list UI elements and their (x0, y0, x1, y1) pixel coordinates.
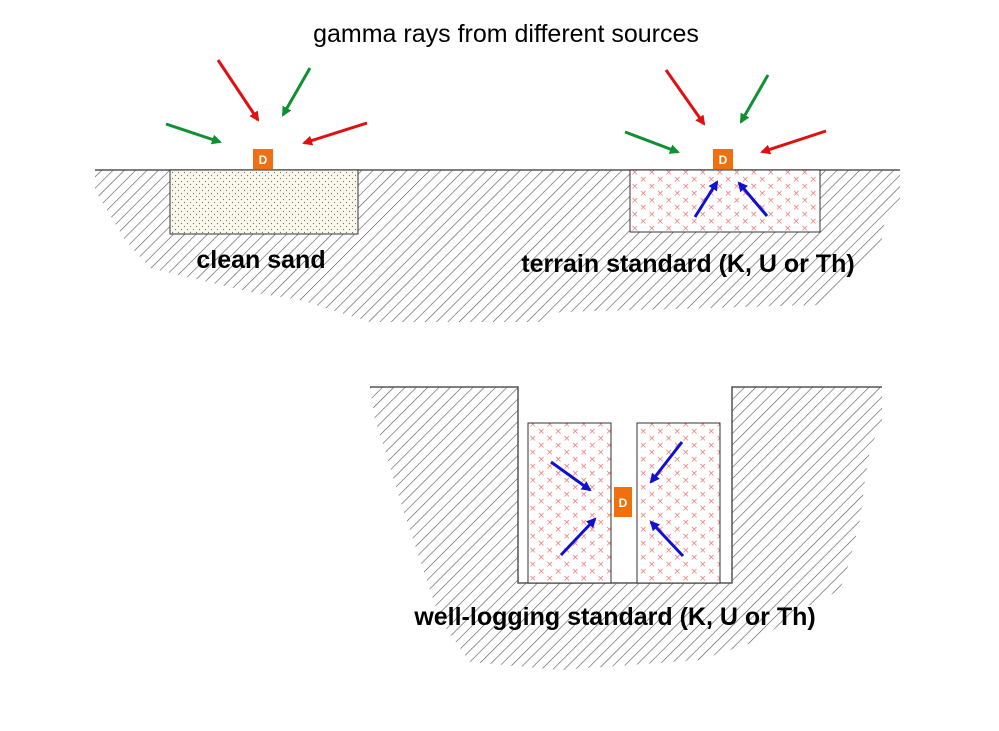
gamma-ray-blue (693, 180, 719, 218)
gamma-ray-red (664, 69, 706, 126)
caption-terrain-standard: terrain standard (K, U or Th) (521, 250, 854, 278)
gamma-ray-red (302, 121, 368, 146)
borehole-outline (370, 386, 882, 584)
svg-text:D: D (259, 153, 268, 167)
well-standard-block-left (527, 422, 612, 584)
gamma-ray-blue (649, 441, 684, 484)
detector-clean-sand: D (253, 149, 273, 169)
gamma-ray-red (760, 129, 827, 155)
well-standard-block-right (636, 422, 721, 584)
caption-clean-sand: clean sand (196, 246, 325, 274)
terrain-standard-block (629, 169, 821, 233)
svg-text:D: D (619, 496, 628, 510)
svg-text:D: D (719, 153, 728, 167)
detector-well-logging: D (614, 487, 632, 517)
clean-sand-block (169, 169, 359, 235)
gamma-ray-green (624, 130, 680, 154)
detector-terrain-standard: D (713, 149, 733, 169)
gamma-ray-blue (649, 520, 685, 558)
ground-well-logging (370, 387, 882, 670)
gamma-ray-green (281, 67, 312, 117)
gamma-ray-blue (559, 517, 597, 557)
gamma-ray-red (216, 59, 260, 122)
gamma-ray-blue (550, 460, 592, 492)
gamma-ray-blue (737, 181, 769, 217)
diagram-title: gamma rays from different sources (313, 20, 699, 48)
gamma-ray-green (165, 122, 222, 145)
caption-well-logging-standard: well-logging standard (K, U or Th) (413, 603, 815, 631)
gamma-ray-green (739, 74, 770, 124)
